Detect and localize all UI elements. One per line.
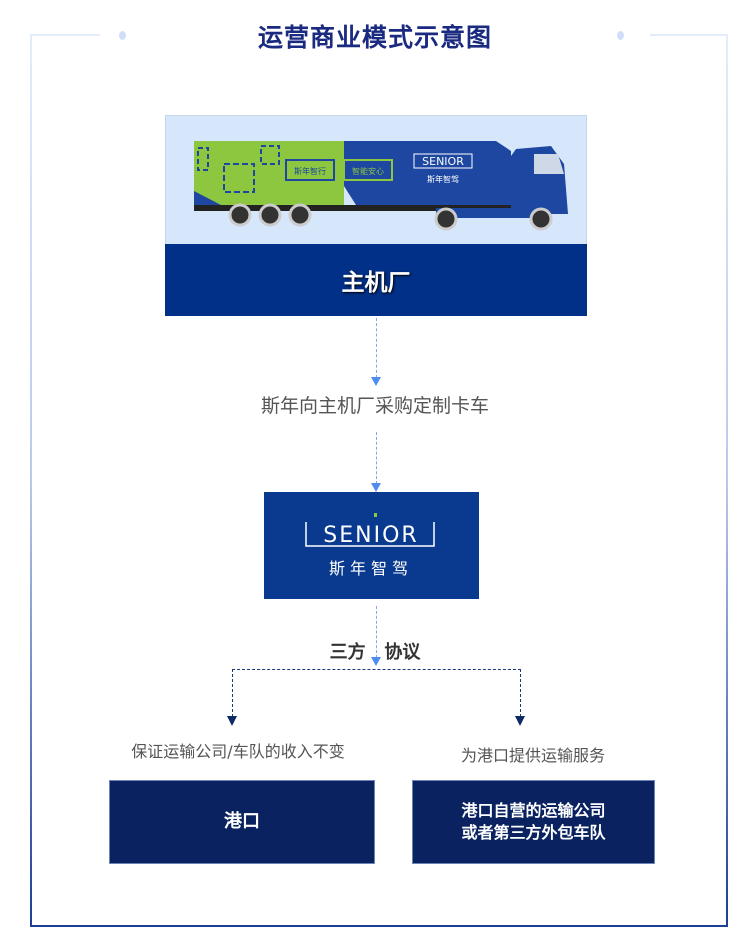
connector-line (376, 432, 377, 484)
oem-image-box: 斯年智行 智能安心 SENIOR 斯年智驾 (165, 115, 587, 316)
left-branch-caption: 保证运输公司/车队的收入不变 (131, 742, 345, 761)
branch-line (232, 669, 521, 670)
svg-text:SENIOR: SENIOR (323, 523, 418, 548)
connector-line (376, 318, 377, 378)
right-branch-caption: 为港口提供运输服务 (460, 746, 605, 765)
decor-dot (119, 31, 126, 40)
arrow-down-icon (371, 657, 381, 666)
truck-illustration: 斯年智行 智能安心 SENIOR 斯年智驾 (194, 141, 568, 231)
senior-name: 斯年智驾 (329, 559, 413, 578)
truck-slogan: 智能安心 (352, 166, 384, 176)
port-box: 港口 (109, 780, 375, 864)
senior-logo-box: SENIOR 斯年智驾 (264, 492, 479, 599)
arrow-down-icon (515, 716, 525, 726)
truck-logo: SENIOR (422, 155, 464, 168)
svg-text:斯年智驾: 斯年智驾 (427, 174, 459, 184)
senior-logo: SENIOR 斯年智驾 (305, 513, 435, 578)
truck-slogan: 斯年智行 (294, 166, 326, 176)
page-title: 运营商业模式示意图 (257, 23, 492, 52)
agreement-label: 三方 协议 (329, 642, 421, 663)
arrow-down-icon (371, 483, 381, 492)
transport-company-box: 港口自营的运输公司 或者第三方外包车队 (412, 780, 655, 864)
purchase-step-text: 斯年向主机厂采购定制卡车 (260, 395, 489, 417)
connector-line (376, 606, 377, 658)
decor-dot (617, 31, 624, 40)
arrow-down-icon (227, 716, 237, 726)
oem-label: 主机厂 (165, 244, 587, 316)
arrow-down-icon (371, 377, 381, 386)
